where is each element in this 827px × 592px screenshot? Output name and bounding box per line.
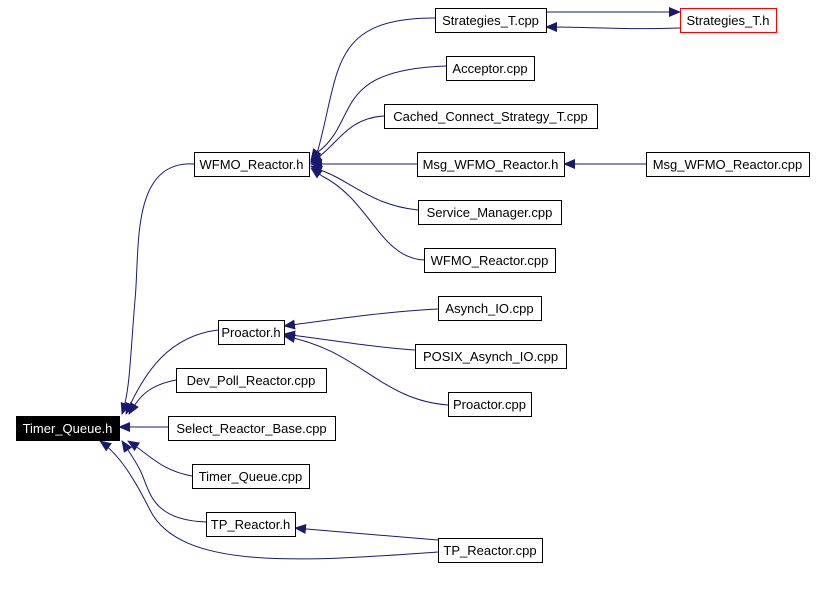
- node-proactor-cpp[interactable]: Proactor.cpp: [448, 392, 532, 417]
- node-box: [384, 104, 598, 129]
- node-asynch-io-cpp[interactable]: Asynch_IO.cpp: [438, 296, 542, 321]
- node-box: [435, 8, 547, 33]
- node-wfmo-reactor-h[interactable]: WFMO_Reactor.h: [194, 152, 310, 177]
- edge-tp_reactor_cpp-to-timer_queue_h: [99, 440, 439, 560]
- edge-tp_reactor_h-to-timer_queue_h: [121, 440, 207, 523]
- node-box: [176, 368, 327, 393]
- edge-acceptor_cpp-to-wfmo_reactor_h: [310, 65, 447, 163]
- node-service-manager-cpp[interactable]: Service_Manager.cpp: [418, 200, 562, 225]
- edge-service_manager_cpp-to-wfmo_reactor_h: [310, 165, 419, 211]
- node-label: TP_Reactor.cpp: [443, 543, 536, 558]
- node-label: POSIX_Asynch_IO.cpp: [423, 349, 558, 364]
- edges-layer: [99, 7, 681, 560]
- node-acceptor-cpp[interactable]: Acceptor.cpp: [446, 56, 535, 81]
- node-msg-wfmo-reactor-h[interactable]: Msg_WFMO_Reactor.h: [417, 152, 565, 177]
- node-box: [446, 56, 535, 81]
- edge-dev_poll_reactor_cpp-to-timer_queue_h: [128, 379, 177, 415]
- node-msg-wfmo-reactor-cpp[interactable]: Msg_WFMO_Reactor.cpp: [646, 152, 810, 177]
- node-box: [192, 464, 310, 489]
- edge-posix_asynch_io_cpp-to-proactor_h: [283, 330, 416, 351]
- node-label: Proactor.cpp: [453, 397, 526, 412]
- edge-wfmo_reactor_h-to-timer_queue_h: [120, 163, 195, 415]
- node-label: Service_Manager.cpp: [427, 205, 553, 220]
- edge-strategies_t_h-to-strategies_t_cpp: [545, 22, 681, 33]
- node-box: [438, 538, 543, 563]
- node-label: TP_Reactor.h: [211, 517, 291, 532]
- node-label: Msg_WFMO_Reactor.cpp: [653, 157, 803, 172]
- node-label: Strategies_T.cpp: [442, 13, 539, 28]
- node-label: Strategies_T.h: [686, 13, 769, 28]
- edge-strategies_t_cpp-to-wfmo_reactor_h: [310, 17, 436, 161]
- node-box: [218, 320, 285, 345]
- node-timer-queue-cpp[interactable]: Timer_Queue.cpp: [192, 464, 310, 489]
- node-box: [16, 416, 120, 441]
- node-select-reactor-base-cpp[interactable]: Select_Reactor_Base.cpp: [168, 416, 336, 441]
- node-box: [418, 200, 562, 225]
- node-label: Asynch_IO.cpp: [445, 301, 533, 316]
- nodes-layer: Timer_Queue.h WFMO_Reactor.h Strategies_T.…: [16, 8, 810, 563]
- node-tp-reactor-h[interactable]: TP_Reactor.h: [206, 512, 296, 537]
- node-box: [438, 296, 542, 321]
- edge-proactor_cpp-to-proactor_h: [283, 333, 449, 406]
- node-box: [680, 8, 777, 33]
- node-wfmo-reactor-cpp[interactable]: WFMO_Reactor.cpp: [424, 248, 556, 273]
- node-timer-queue-h[interactable]: Timer_Queue.h: [16, 416, 120, 441]
- edge-tp_reactor_cpp-to-tp_reactor_h: [294, 523, 439, 541]
- node-proactor-h[interactable]: Proactor.h: [218, 320, 285, 345]
- node-dev-poll-reactor-cpp[interactable]: Dev_Poll_Reactor.cpp: [176, 368, 327, 393]
- node-label: Proactor.h: [221, 325, 280, 340]
- node-strategies-t-cpp[interactable]: Strategies_T.cpp: [435, 8, 547, 33]
- edge-asynch_io_cpp-to-proactor_h: [283, 308, 439, 330]
- node-cached-connect-cpp[interactable]: Cached_Connect_Strategy_T.cpp: [384, 104, 598, 129]
- node-label: Timer_Queue.cpp: [199, 469, 303, 484]
- node-label: Timer_Queue.h: [23, 421, 113, 436]
- node-box: [168, 416, 336, 441]
- node-label: WFMO_Reactor.cpp: [431, 253, 549, 268]
- node-label: Cached_Connect_Strategy_T.cpp: [393, 109, 587, 124]
- node-label: Select_Reactor_Base.cpp: [176, 421, 326, 436]
- node-box: [194, 152, 310, 177]
- edge-proactor_h-to-timer_queue_h: [125, 329, 219, 415]
- node-label: Dev_Poll_Reactor.cpp: [187, 373, 316, 388]
- node-tp-reactor-cpp[interactable]: TP_Reactor.cpp: [438, 538, 543, 563]
- node-box: [646, 152, 810, 177]
- node-strategies-t-h[interactable]: Strategies_T.h: [680, 8, 777, 33]
- node-label: Msg_WFMO_Reactor.h: [423, 157, 559, 172]
- edge-wfmo_reactor_cpp-to-wfmo_reactor_h: [310, 167, 425, 261]
- edge-timer_queue_cpp-to-timer_queue_h: [127, 440, 193, 477]
- edge-cached_connect_cpp-to-wfmo_reactor_h: [310, 115, 385, 164]
- node-posix-asynch-io-cpp[interactable]: POSIX_Asynch_IO.cpp: [415, 344, 567, 369]
- node-label: Acceptor.cpp: [452, 61, 527, 76]
- node-box: [415, 344, 567, 369]
- node-box: [417, 152, 565, 177]
- node-box: [448, 392, 532, 417]
- node-box: [424, 248, 556, 273]
- node-box: [206, 512, 296, 537]
- node-label: WFMO_Reactor.h: [199, 157, 303, 172]
